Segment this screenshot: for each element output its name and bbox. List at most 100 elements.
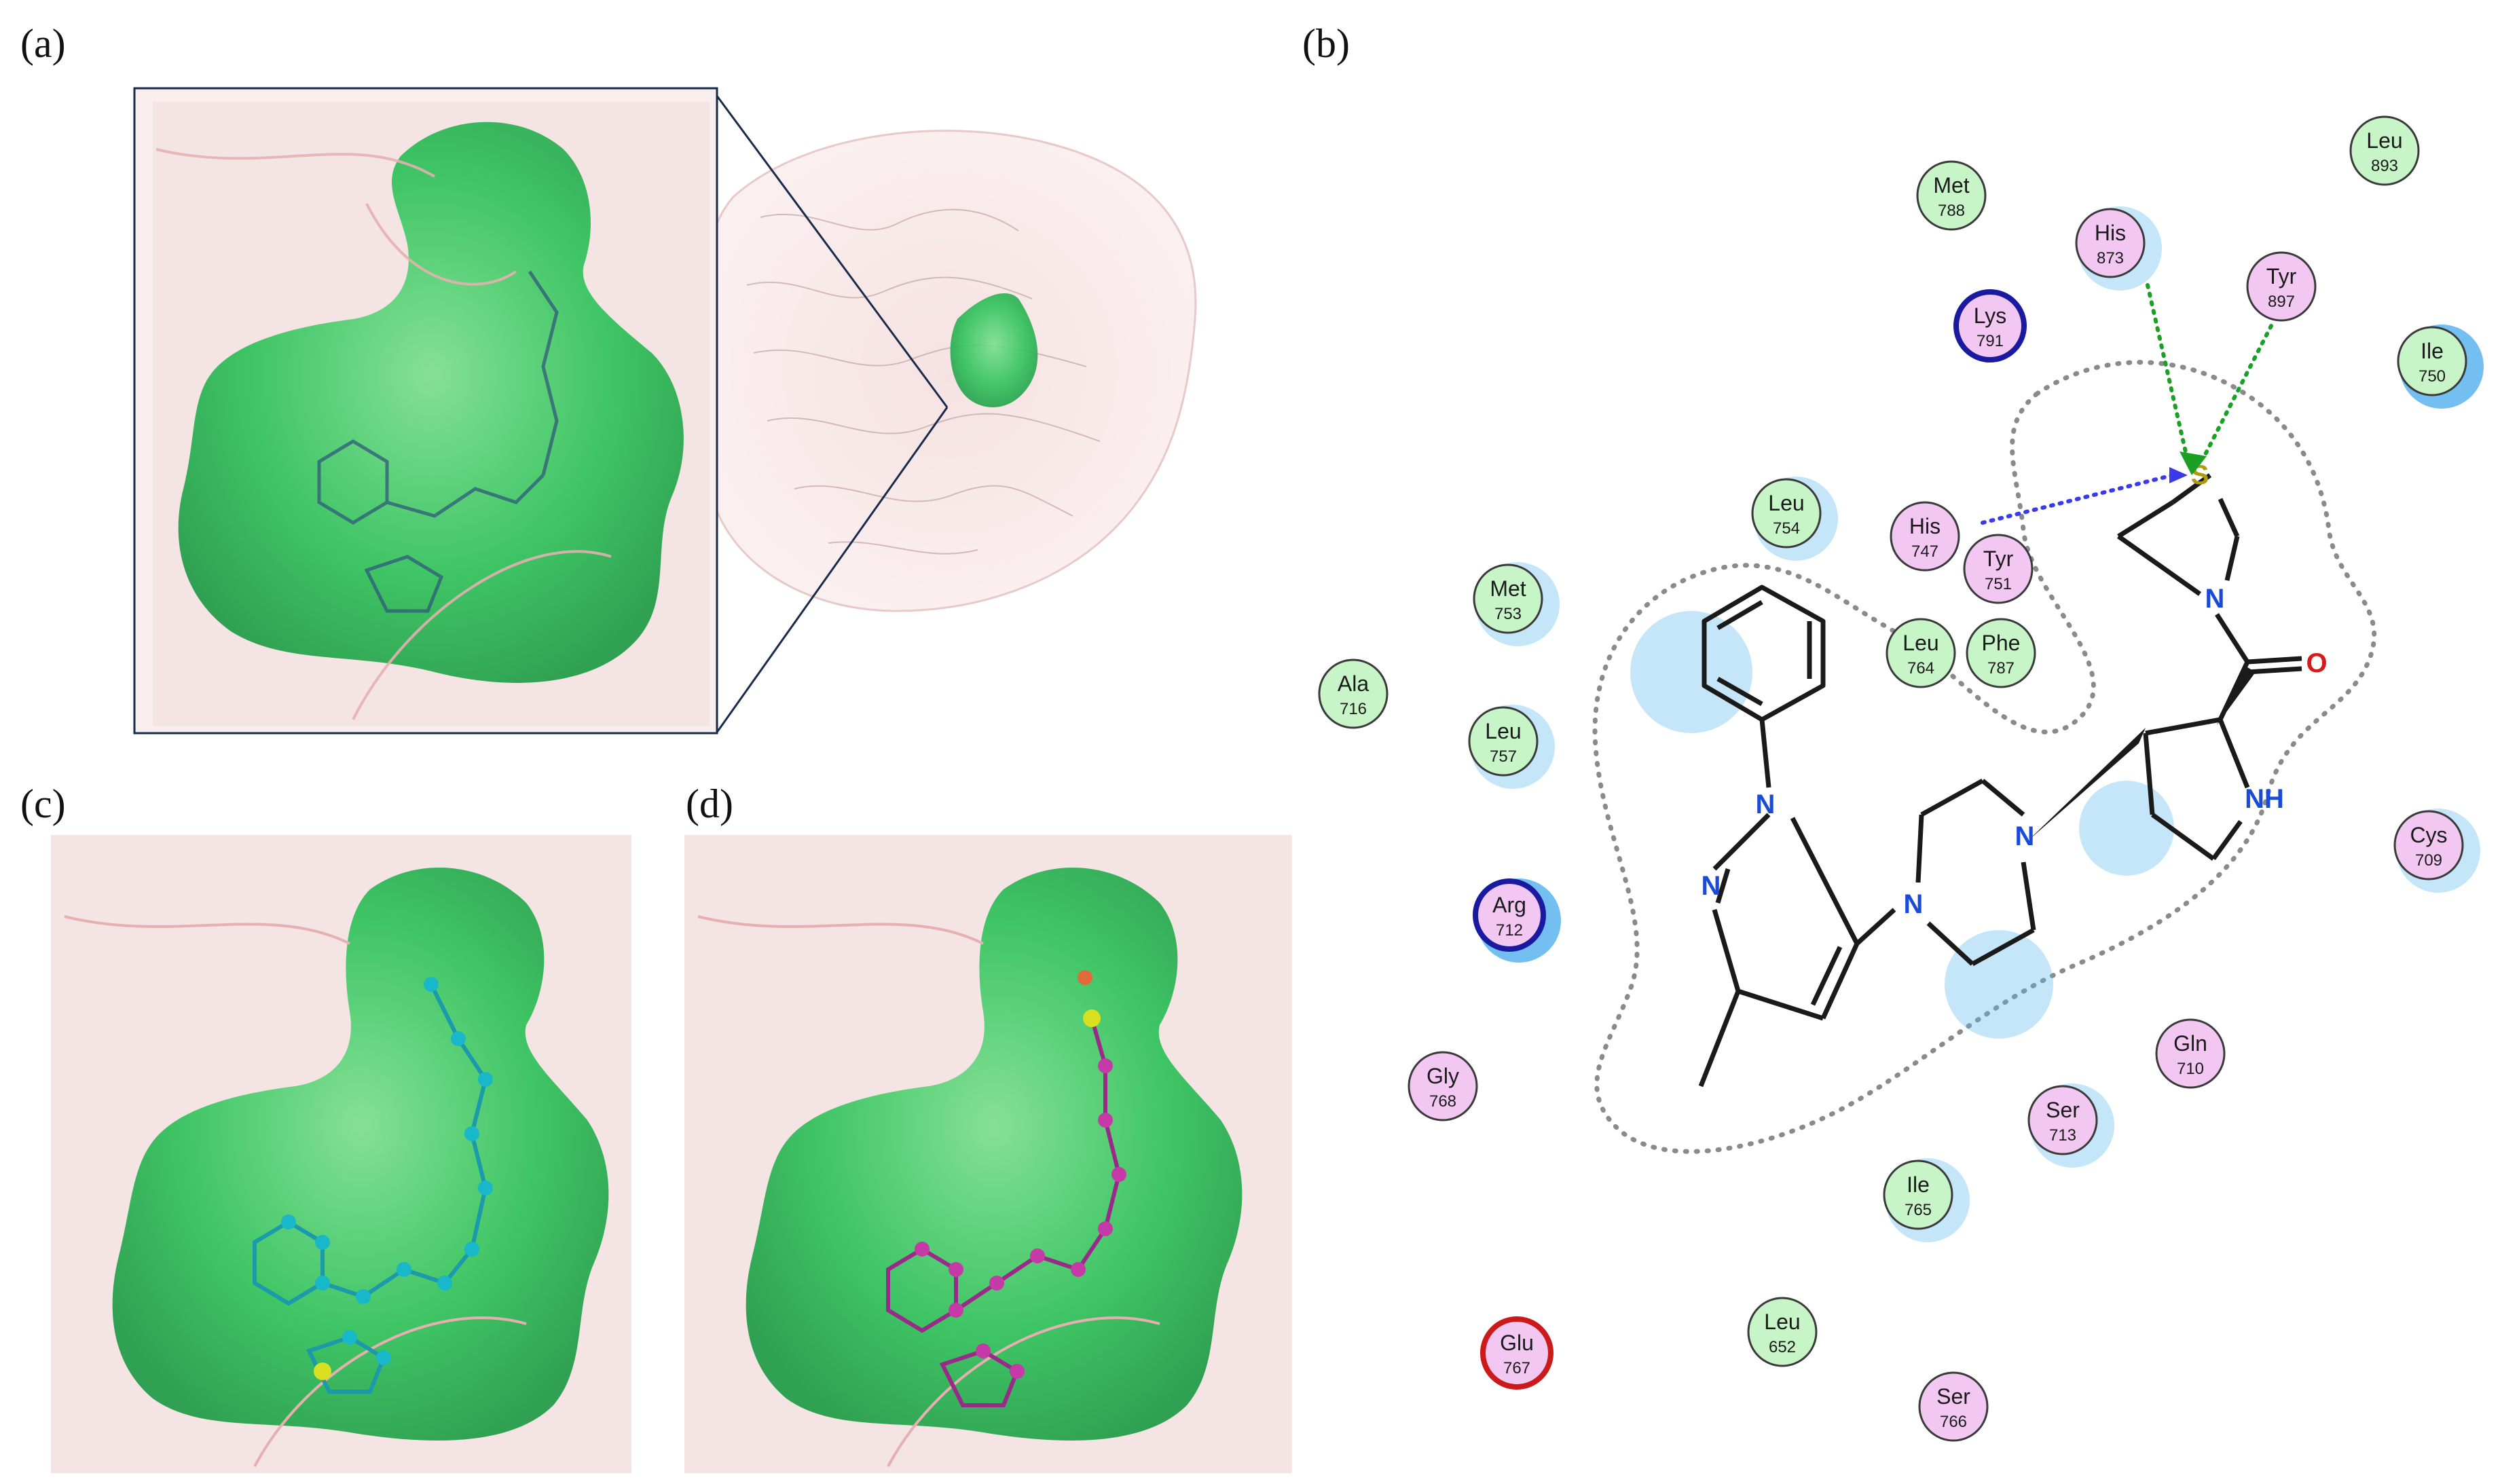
panel-a-rendering [133,87,1197,735]
residue-number: 897 [2268,293,2295,311]
residue-name: Ile [1907,1172,1930,1197]
residue-disc [1890,501,1960,572]
residue-leu764: Leu 764 [1886,618,1956,688]
residue-disc [2397,326,2467,396]
residue-tyr751: Tyr 751 [1963,534,2034,604]
residue-name: Leu [1902,631,1938,655]
residue-disc [1480,1316,1553,1390]
residue-number: 747 [1911,542,1938,561]
residue-number: 764 [1907,659,1934,678]
protein-surface [703,130,1197,612]
hbond-arrowhead-his747 [2169,467,2188,483]
atom-label-n2: N [1702,871,1721,901]
residue-name: Ser [1936,1384,1970,1409]
residue-ala716: Ala 716 [1318,658,1389,729]
residue-disc [1318,658,1389,729]
residue-arg712: Arg 712 [1473,878,1561,963]
residue-name: Leu [2366,128,2402,153]
wedge-bond-piperazine [2027,728,2146,842]
hbond-his873 [2146,283,2188,457]
residue-name: His [1909,514,1941,538]
residue-name: Gln [2173,1031,2207,1056]
residue-disc [2027,1085,2098,1155]
residue-number: 652 [1769,1338,1796,1356]
residue-number: 716 [1340,700,1367,718]
residue-name: Tyr [2266,264,2297,289]
residue-gly768: Gly 768 [1408,1051,1478,1121]
residue-disc [1916,160,1987,231]
residue-ile765: Ile 765 [1883,1158,1970,1242]
residue-number: 893 [2371,157,2398,175]
atom-label-n-thiazolidine: N [2205,584,2225,614]
residue-number: 753 [1494,605,1522,623]
residue-cys709: Cys 709 [2393,809,2480,893]
panel-label-d: (d) [686,781,733,826]
hbond-tyr897 [2201,324,2273,460]
residue-disc [1747,1297,1818,1367]
residue-disc [1966,618,2036,688]
residue-disc [1473,563,1543,634]
residue-name: Tyr [1983,546,2014,571]
residue-number: 768 [1429,1092,1456,1111]
panel-label-c: (c) [20,781,66,826]
residue-name: Cys [2410,823,2447,847]
residue-disc [1751,478,1822,549]
panel-label-a: (a) [20,21,66,66]
residue-number: 751 [1985,575,2012,593]
residue-leu893: Leu 893 [2349,115,2420,186]
residue-number: 787 [1987,659,2015,678]
residue-disc [1918,1371,1989,1442]
atom-label-nh: NH [2245,784,2284,814]
residue-name: Gly [1427,1064,1459,1088]
residue-disc [1408,1051,1478,1121]
residue-name: His [2095,221,2126,245]
residue-name: Glu [1500,1331,1534,1355]
atom-label-n1: N [1756,790,1776,819]
residue-name: Ser [2046,1098,2080,1122]
panel-label-b: (b) [1302,21,1350,66]
residue-number: 713 [2049,1126,2076,1145]
residue-ser766: Ser 766 [1918,1371,1989,1442]
residue-name: Leu [1768,491,1804,515]
pocket-surface-zoom [178,122,684,683]
residue-name: Leu [1485,719,1521,743]
residue-disc [2393,810,2464,880]
panel-d-rendering [684,835,1292,1473]
interaction-diagram: N N N N NH N O S Met788Leu893His873Tyr89… [1318,115,2484,1442]
residue-name: Ile [2421,339,2444,363]
residue-disc [1953,289,2027,363]
residue-name: Arg [1492,893,1526,917]
hbond-arrowhead-s [2180,451,2207,475]
residue-number: 873 [2097,249,2124,267]
residue-number: 709 [2415,851,2442,870]
residue-phe787: Phe 787 [1966,618,2036,688]
panel-c-rendering [51,835,631,1473]
residue-disc [2246,251,2317,322]
residue-his873: His 873 [2075,206,2162,291]
residue-tyr897: Tyr 897 [2246,251,2317,322]
residue-disc [1883,1160,1953,1230]
wedge-bond-carbonyl [2217,665,2256,725]
residue-disc [1468,706,1539,777]
residue-name: Ala [1338,671,1369,696]
residue-his747: His 747 [1890,501,1960,572]
residue-number: 766 [1940,1413,1967,1431]
residue-number: 788 [1938,202,1965,220]
hbond-his747 [1981,473,2175,525]
residue-number: 712 [1496,921,1523,940]
residue-number: 757 [1490,747,1517,766]
pocket-contour [1592,360,2376,1154]
residue-disc [2349,115,2420,186]
residue-number: 710 [2177,1060,2204,1078]
residue-name: Phe [1982,631,2021,655]
residue-gln710: Gln 710 [2155,1018,2226,1089]
residue-name: Lys [1974,303,2007,328]
residue-leu757: Leu 757 [1468,705,1555,789]
residue-number: 765 [1905,1201,1932,1219]
pocket-on-protein [950,293,1038,407]
